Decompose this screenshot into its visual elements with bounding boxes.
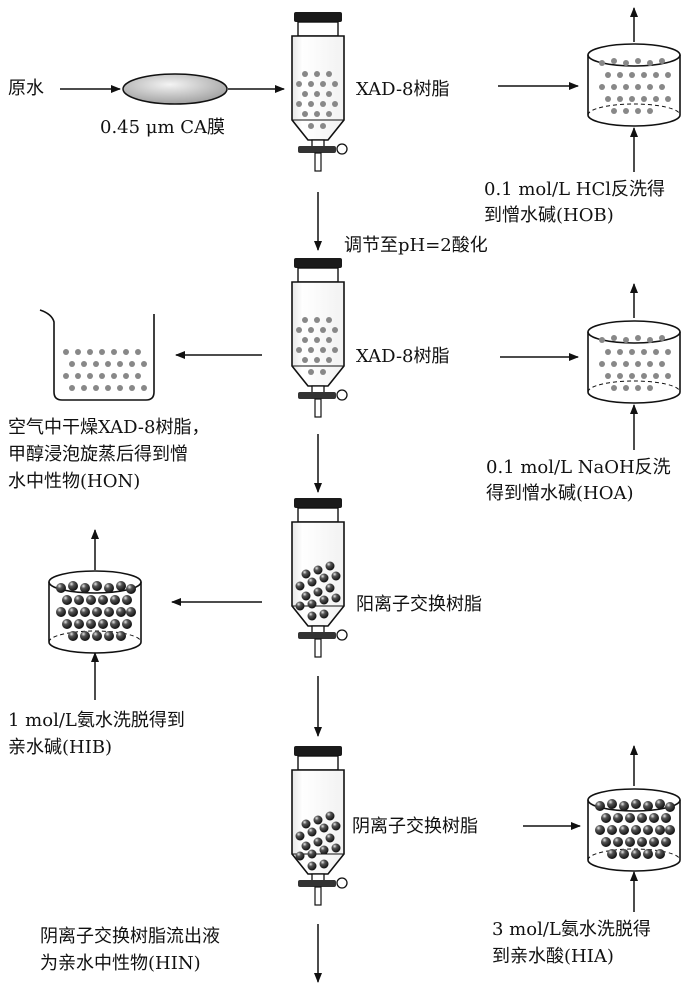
cation-column-icon (291, 497, 348, 658)
hob-vessel-icon (587, 43, 681, 127)
resin1-label: XAD-8树脂 (356, 79, 450, 100)
raw-water-label: 原水 (8, 78, 44, 99)
xad8-column-2-icon (291, 257, 348, 418)
hoa-wash-line1: 0.1 mol/L NaOH反洗 (486, 457, 671, 478)
cation-resin-label: 阳离子交换树脂 (356, 594, 482, 615)
hon-line1: 空气中干燥XAD-8树脂， (8, 417, 210, 438)
hon-line2: 甲醇浸泡旋蒸后得到憎 (8, 444, 188, 465)
membrane-label: 0.45 μm CA膜 (100, 117, 226, 138)
hob-wash-line1: 0.1 mol/L HCl反洗得 (484, 179, 665, 200)
hia-vessel-icon (587, 788, 681, 872)
hoa-wash-line2: 得到憎水碱(HOA) (486, 483, 634, 504)
adjust-ph-label: 调节至pH=2酸化 (344, 235, 488, 256)
xad8-column-1-icon (291, 11, 348, 172)
hia-line1: 3 mol/L氨水洗脱得 (492, 919, 651, 940)
hin-line2: 为亲水中性物(HIN) (40, 953, 201, 974)
column1-beads (296, 71, 338, 129)
hoa-vessel-icon (587, 320, 681, 404)
hib-vessel-icon (48, 570, 142, 654)
hib-line1: 1 mol/L氨水洗脱得到 (8, 710, 185, 731)
anion-resin-label: 阴离子交换树脂 (352, 816, 478, 837)
beaker-icon (39, 309, 155, 401)
hib-line2: 亲水碱(HIB) (8, 737, 113, 758)
anion-column-icon (291, 745, 348, 906)
hia-line2: 到亲水酸(HIA) (492, 946, 614, 967)
hob-wash-line2: 到憎水碱(HOB) (484, 205, 614, 226)
hin-line1: 阴离子交换树脂流出液 (40, 926, 220, 947)
hon-line3: 水中性物(HON) (8, 471, 141, 492)
membrane-filter-icon (122, 73, 228, 105)
resin2-label: XAD-8树脂 (356, 346, 450, 367)
